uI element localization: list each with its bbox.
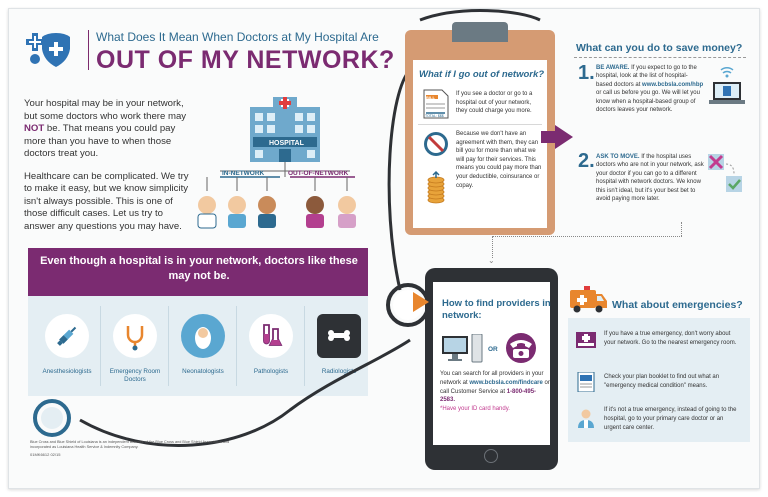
page-title: OUT OF MY NETWORK?	[96, 46, 395, 74]
intro-text: Your hospital may be in your network, bu…	[24, 98, 194, 243]
intro-para-2: Healthcare can be complicated. We try to…	[24, 170, 189, 232]
move-hospital-icon	[708, 154, 742, 192]
emergencies-title: What about emergencies?	[612, 299, 743, 311]
bill-total: TOTAL: $$$	[425, 114, 444, 118]
step-2-number: 2.	[578, 150, 595, 172]
emergencies-panel	[568, 318, 750, 442]
title-top: What Does It Mean When Doctors at My Hos…	[96, 30, 379, 44]
bill-icon	[423, 89, 449, 119]
legal-footer: Blue Cross and Blue Shield of Louisiana …	[30, 440, 230, 449]
tablet-screen	[433, 282, 550, 445]
out-of-network-para-1: If you see a doctor or go to a hospital …	[456, 91, 533, 115]
no-agreement-icon	[424, 132, 448, 156]
or-label: OR	[488, 346, 498, 353]
hospital-sign: HOSPITAL	[269, 140, 304, 147]
step-1-text: BE AWARE. If you expect to go to the hos…	[596, 65, 704, 114]
find-providers-text: You can search for all providers in your…	[440, 371, 550, 413]
findcare-link[interactable]: www.bcbsla.com/findcare	[469, 379, 543, 386]
in-network-label: IN-NETWORK	[222, 170, 265, 177]
bcbs-logo-icon	[26, 33, 70, 67]
doctor-icon	[578, 409, 594, 428]
customer-service-phone[interactable]: 1-800-495-2583.	[440, 388, 537, 404]
document-code: 01MK6612 02/15	[30, 452, 61, 457]
phone-icon	[506, 333, 536, 363]
title-divider	[88, 30, 89, 70]
coins-icon	[427, 170, 445, 204]
step-2-text: ASK TO MOVE. If the hospital uses doctor…	[596, 154, 704, 203]
emergency-item-3: If it's not a true emergency, instead of…	[604, 407, 737, 431]
flask-icon	[249, 314, 293, 358]
specialist-pathologists: Pathologists	[238, 300, 304, 394]
orange-arrow-icon	[413, 292, 429, 312]
clipboard-clip	[452, 22, 508, 42]
specialist-er-doctors: Emergency Room Doctors	[102, 300, 168, 394]
xray-bone-icon	[317, 314, 361, 358]
out-of-network-label: OUT-OF-NETWORK	[288, 170, 349, 177]
specialist-neonatologists: Neonatologists	[170, 300, 236, 394]
arrow-head-icon	[555, 125, 573, 149]
computer-icon	[442, 334, 483, 363]
tablet-home-button	[484, 449, 498, 463]
intro-para-1: Your hospital may be in your network, bu…	[24, 98, 187, 159]
stethoscope-icon	[113, 314, 157, 358]
baby-icon	[181, 314, 225, 358]
specialists-banner-text: Even though a hospital is in your networ…	[40, 255, 358, 282]
out-of-network-para-2: Because we don't have an agreement with …	[456, 131, 542, 189]
plan-booklet-icon	[577, 372, 595, 392]
emergency-sign-icon	[576, 332, 596, 348]
ambulance-icon	[570, 286, 607, 313]
find-providers-title: How to find providers in network:	[442, 298, 551, 321]
specialist-anesthesiologists: Anesthesiologists	[34, 300, 100, 394]
laptop-icon	[709, 66, 745, 104]
specialists-banner	[28, 248, 368, 296]
id-card-note: *Have your ID card handy.	[440, 406, 510, 413]
save-money-title: What can you do to save money?	[576, 42, 743, 54]
hbp-link[interactable]: www.bcbsla.com/hbp	[642, 81, 704, 88]
bill-label: BILL	[426, 95, 435, 100]
hospital-network-illustration	[197, 97, 356, 229]
chevron-down-icon: ⌄	[488, 256, 495, 265]
specialist-radiologists: Radiologists	[306, 300, 372, 394]
out-of-network-title: What if I go out of network?	[419, 69, 545, 80]
arrow-to-save-money	[541, 131, 557, 143]
step-1-number: 1.	[578, 62, 595, 84]
emergency-item-2: Check your plan booklet to find out what…	[604, 374, 720, 389]
syringe-icon	[45, 314, 89, 358]
emergency-item-1: If you have a true emergency, don't worr…	[604, 331, 737, 346]
